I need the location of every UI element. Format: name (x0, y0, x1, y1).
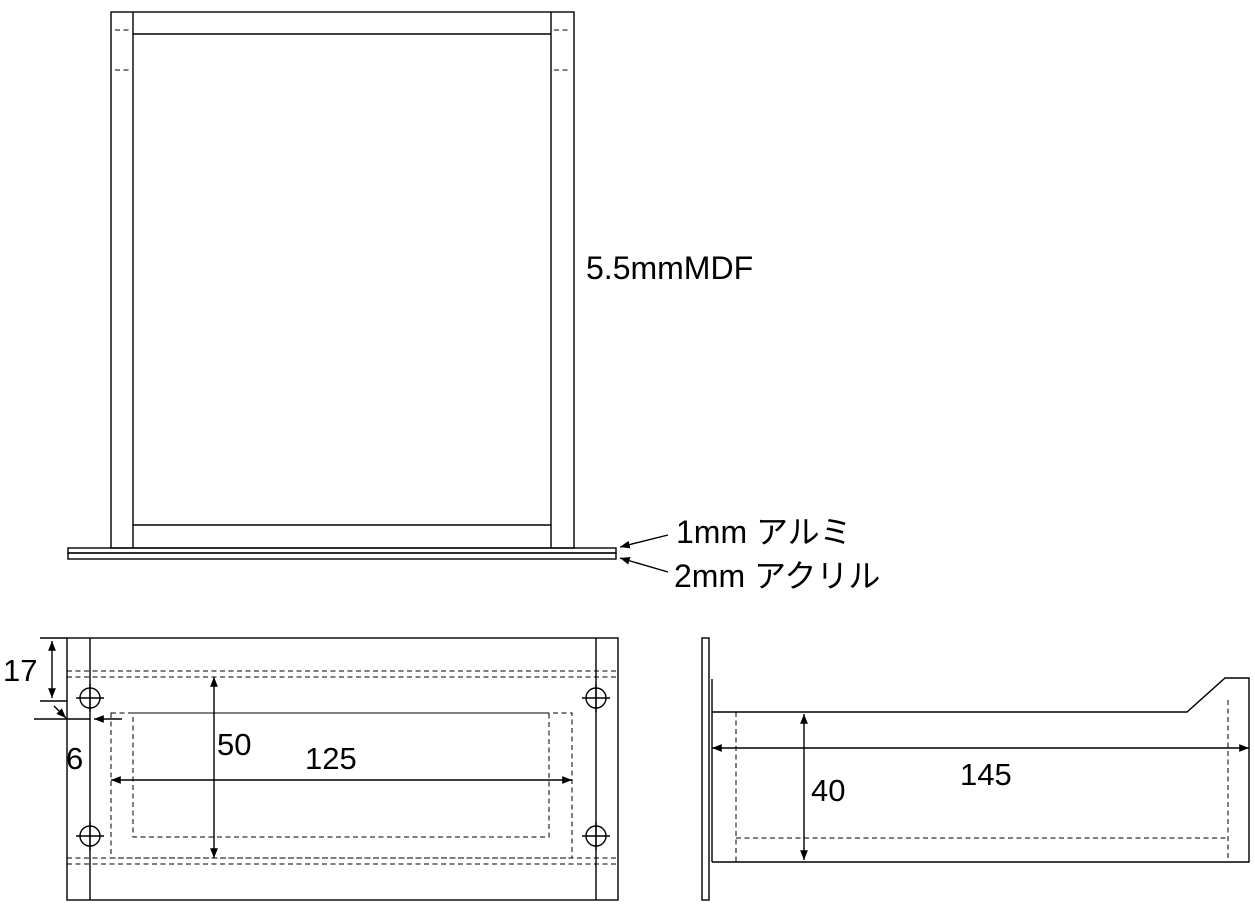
dim-label-125: 125 (305, 741, 357, 776)
aluminum-plate (67, 547, 617, 554)
inner-hidden-rect (132, 712, 550, 838)
base-plate-outline (66, 637, 619, 901)
front-plate (701, 637, 710, 901)
screw-hole (582, 822, 610, 850)
frame-outline (110, 11, 575, 549)
screw-hole (76, 822, 104, 850)
dim-label-145: 145 (960, 757, 1012, 792)
screw-hole (582, 684, 610, 712)
acrylic-leader (619, 556, 669, 573)
dim-arrow-6 (53, 705, 67, 719)
dim-label-6: 6 (66, 741, 83, 776)
side-profile (712, 677, 1250, 863)
front-view: 5.5mmMDF 1mm アルミ 2mm アクリル (67, 11, 880, 594)
plan-view: 17 6 50 125 (3, 637, 619, 901)
dim-label-40: 40 (811, 773, 845, 808)
screw-hole (76, 684, 104, 712)
dim-label-17: 17 (3, 653, 37, 688)
inner-hidden-rect (110, 712, 573, 859)
aluminum-label: 1mm アルミ (676, 514, 852, 550)
acrylic-plate (67, 552, 617, 560)
acrylic-label: 2mm アクリル (674, 558, 880, 594)
aluminum-leader (619, 534, 669, 549)
mdf-label: 5.5mmMDF (586, 250, 753, 286)
dim-label-50: 50 (217, 727, 251, 762)
side-view: 40 145 (701, 637, 1250, 901)
